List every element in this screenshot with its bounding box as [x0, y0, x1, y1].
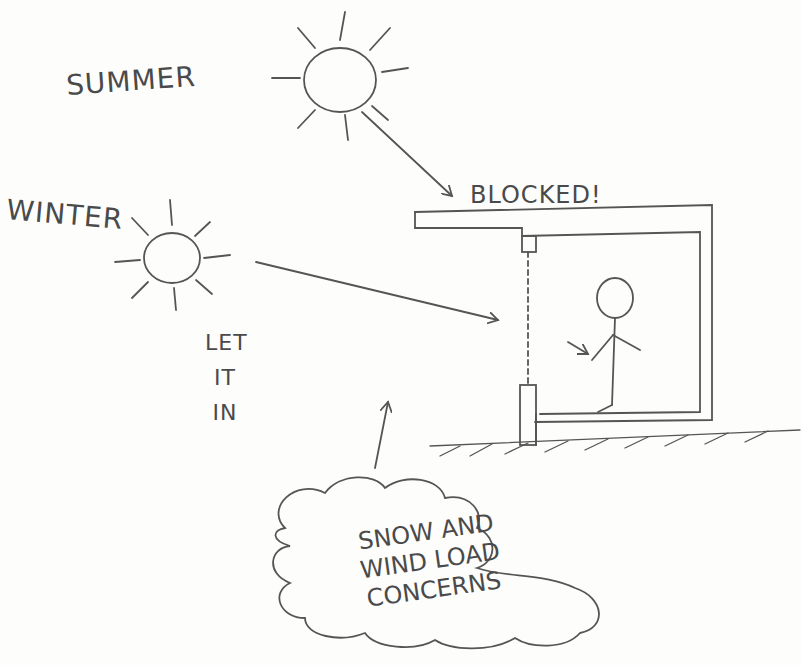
person-figure — [592, 278, 640, 412]
season-label: SUMMER — [65, 53, 287, 105]
cloud-text: SNOW AND WIND LOAD CONCERNS — [350, 507, 511, 613]
summer-ray — [362, 112, 452, 196]
cloud-shape — [273, 477, 599, 648]
interior-ray — [568, 342, 588, 354]
season-label: WINTER — [5, 192, 207, 246]
winter-ray — [256, 262, 498, 320]
summer-sun — [272, 12, 408, 140]
ground-hatch — [430, 430, 800, 456]
note-text: BLOCKED! — [470, 180, 670, 211]
thought-cloud: SNOW AND WIND LOAD CONCERNS — [245, 468, 615, 653]
house-section — [415, 205, 712, 445]
winter-sun — [115, 200, 230, 310]
callout-arrow — [375, 402, 388, 468]
note-text: LET IT IN — [205, 325, 245, 431]
